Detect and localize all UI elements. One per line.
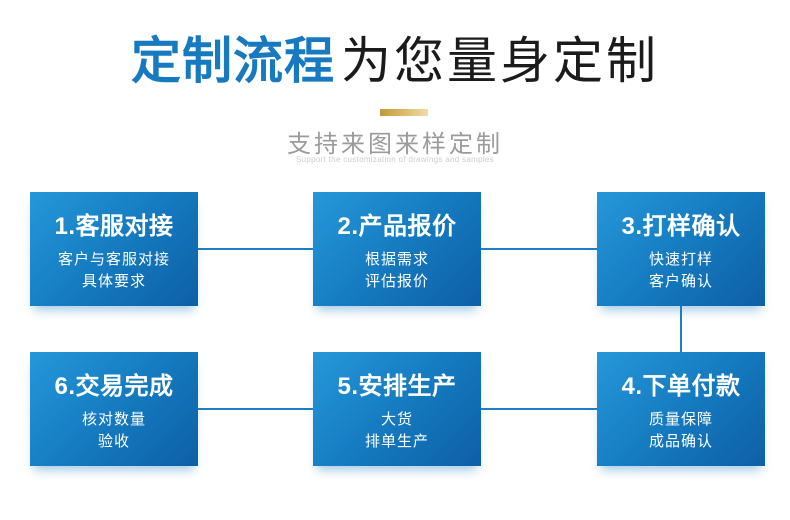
- page-title: 定制流程为您量身定制: [0, 30, 790, 92]
- gold-divider-bar: [380, 109, 428, 116]
- step-detail-line1: 质量保障: [648, 410, 713, 428]
- step-detail-line1: 快速打样: [648, 250, 713, 268]
- step-title: 1.客服对接: [54, 212, 174, 240]
- step-detail-line2: 评估报价: [364, 272, 429, 290]
- connector-step1-step2: [198, 248, 313, 250]
- step-title: 3.打样确认: [621, 212, 741, 240]
- connector-step4-step5: [481, 408, 597, 410]
- connector-step5-step6: [198, 408, 313, 410]
- step-title: 4.下单付款: [621, 372, 741, 400]
- flow-step-2-product-quote: 2.产品报价 根据需求 评估报价: [313, 192, 481, 306]
- title-highlight: 定制流程: [131, 33, 335, 89]
- flow-step-5-arrange-production: 5.安排生产 大货 排单生产: [313, 352, 481, 466]
- step-detail-line1: 核对数量: [81, 410, 146, 428]
- connector-step3-step4: [680, 306, 682, 352]
- subtitle: 支持来图来样定制: [287, 131, 503, 158]
- step-detail-line1: 大货: [380, 410, 413, 428]
- flow-step-1-customer-service: 1.客服对接 客户与客服对接 具体要求: [30, 192, 198, 306]
- step-title: 5.安排生产: [337, 372, 457, 400]
- title-rest: 为您量身定制: [341, 33, 659, 89]
- subtitle-english: Support the customization of drawings an…: [296, 155, 494, 164]
- step-title: 6.交易完成: [54, 372, 174, 400]
- step-detail-line1: 客户与客服对接: [57, 250, 170, 268]
- step-detail-line2: 客户确认: [648, 272, 713, 290]
- step-detail-line2: 成品确认: [648, 432, 713, 450]
- step-detail-line1: 根据需求: [364, 250, 429, 268]
- step-detail-line2: 排单生产: [364, 432, 429, 450]
- step-detail-line2: 验收: [97, 432, 130, 450]
- flow-step-6-transaction-complete: 6.交易完成 核对数量 验收: [30, 352, 198, 466]
- step-title: 2.产品报价: [337, 212, 457, 240]
- flow-step-3-sample-confirm: 3.打样确认 快速打样 客户确认: [597, 192, 765, 306]
- step-detail-line2: 具体要求: [81, 272, 146, 290]
- flow-step-4-order-payment: 4.下单付款 质量保障 成品确认: [597, 352, 765, 466]
- connector-step2-step3: [481, 248, 597, 250]
